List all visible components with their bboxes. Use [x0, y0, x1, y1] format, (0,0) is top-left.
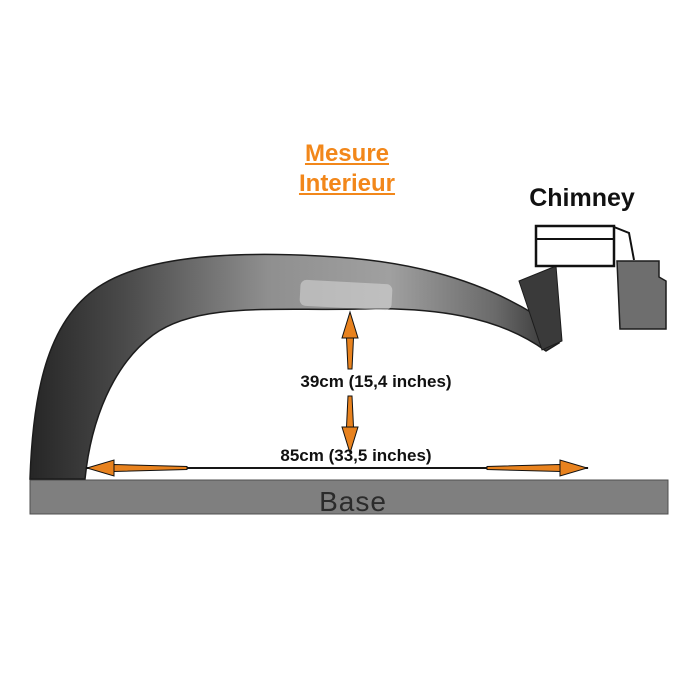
height-arrow-down-shaft — [345, 395, 355, 428]
chimney-outline — [534, 224, 616, 268]
width-arrow-right-shaft — [486, 463, 561, 473]
dome-highlight — [299, 279, 393, 311]
chimney-side-line — [613, 226, 635, 261]
diagram-title: Mesure Interieur — [299, 139, 395, 199]
chimney-duct-shape — [616, 260, 667, 330]
width-dimension-label: 85cm (33,5 inches) — [280, 446, 432, 465]
base-bar — [29, 479, 669, 515]
chimney-label: Chimney — [529, 184, 635, 212]
diagram-title-line2: Interieur — [298, 170, 396, 197]
height-arrow-up-head — [341, 310, 359, 339]
width-arrow-left-shaft — [113, 463, 188, 473]
width-arrow-left-head — [85, 459, 115, 477]
base-label: Base — [319, 486, 387, 517]
height-arrow-up-shaft — [345, 337, 355, 370]
height-dimension-label: 39cm (15,4 inches) — [300, 372, 452, 391]
height-arrow-up — [341, 310, 359, 370]
width-arrow-left — [85, 459, 188, 477]
width-arrow-right — [486, 459, 589, 477]
diagram-title-line1: Mesure — [304, 140, 390, 167]
dome-end-wall — [518, 265, 563, 351]
width-arrow-right-head — [559, 459, 589, 477]
height-arrow-down — [341, 395, 359, 455]
